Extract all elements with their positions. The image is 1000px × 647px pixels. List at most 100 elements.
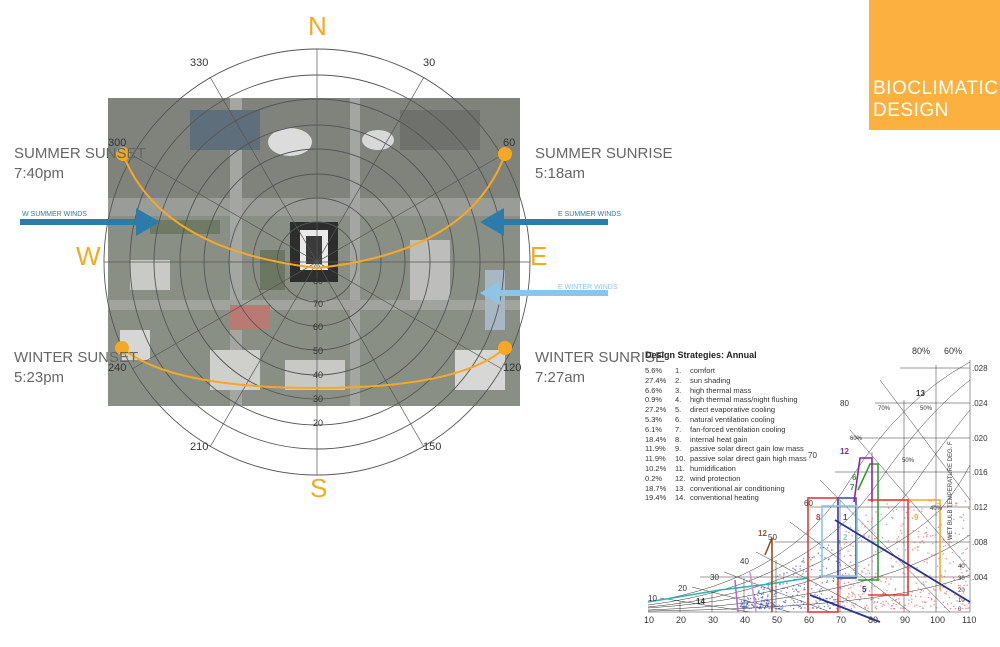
data-point — [760, 586, 762, 589]
y-tick: .016 — [972, 468, 988, 477]
data-point — [852, 593, 854, 595]
data-point — [934, 589, 936, 591]
strategy-row: 19.4%14.conventional heating — [645, 493, 807, 503]
strategy-percent: 11.9% — [645, 454, 666, 464]
data-point — [921, 601, 924, 603]
azimuth-330: 330 — [190, 57, 208, 69]
data-point — [751, 603, 753, 606]
data-point — [799, 605, 801, 608]
zone-6-ventilation — [857, 463, 879, 581]
data-point — [961, 516, 963, 519]
data-point — [767, 602, 769, 605]
x-tick: 90 — [900, 615, 910, 625]
wb-label: 60 — [804, 499, 813, 508]
data-point — [827, 603, 829, 605]
data-point — [811, 556, 813, 559]
data-point — [763, 587, 765, 589]
data-point — [917, 576, 919, 578]
compass-north: N — [308, 11, 327, 41]
strategy-row: 5.3%6.natural ventilation cooling — [645, 415, 807, 425]
w-summer-wind-arrow — [20, 208, 160, 236]
data-point — [836, 593, 838, 595]
zone-number: 12 — [758, 529, 767, 538]
title-line-1: BIOCLIMATIC — [873, 78, 999, 99]
data-point — [965, 580, 967, 583]
data-point — [917, 587, 919, 589]
data-point — [759, 605, 762, 607]
data-point — [933, 600, 936, 602]
data-point — [883, 604, 885, 606]
x-tick: 40 — [740, 615, 750, 625]
data-point — [931, 598, 933, 600]
data-point — [924, 601, 926, 603]
data-point — [770, 591, 772, 593]
zone-number: 1 — [843, 513, 848, 522]
data-point — [943, 575, 946, 578]
data-point — [948, 596, 951, 598]
data-point — [946, 590, 948, 593]
data-point — [843, 555, 846, 558]
strategy-number: 1. — [675, 366, 682, 375]
data-point — [861, 580, 863, 582]
data-point — [819, 589, 821, 591]
y-tick: .012 — [972, 503, 988, 512]
data-point — [961, 553, 963, 555]
compass-east: E — [530, 241, 547, 271]
strategy-number: 6. — [675, 414, 682, 424]
data-point — [900, 532, 903, 534]
azimuth-300: 300 — [108, 137, 126, 149]
data-point — [845, 541, 848, 543]
data-point — [859, 595, 861, 598]
data-point — [843, 582, 845, 585]
strategy-name: sun shading — [690, 375, 731, 385]
data-point — [912, 530, 914, 532]
data-point — [740, 600, 743, 602]
strategy-percent: 0.2% — [645, 473, 663, 483]
data-point — [959, 597, 962, 599]
data-point — [898, 598, 900, 600]
data-point — [847, 550, 849, 552]
data-point — [959, 585, 961, 587]
data-point — [849, 561, 851, 563]
data-point — [832, 604, 835, 607]
data-point — [811, 568, 813, 571]
data-point — [821, 582, 823, 584]
altitude-label: 30 — [313, 394, 323, 404]
data-point — [762, 591, 765, 594]
data-point — [844, 541, 847, 543]
data-point — [795, 565, 797, 567]
data-point — [942, 601, 944, 603]
data-point — [766, 599, 768, 602]
data-point — [782, 578, 785, 580]
strategy-row: 11.9%9.passive solar direct gain low mas… — [645, 444, 807, 454]
data-point — [773, 593, 775, 595]
data-point — [793, 608, 795, 610]
data-point — [955, 502, 957, 504]
data-point — [766, 604, 768, 607]
data-point — [775, 592, 777, 594]
data-point — [917, 536, 919, 538]
strategy-row: 5.6%1.comfort — [645, 366, 807, 376]
data-point — [819, 591, 821, 593]
data-point — [911, 598, 913, 600]
data-point — [755, 599, 757, 601]
data-point — [962, 527, 964, 529]
rh-inner-label: 40% — [930, 506, 943, 512]
data-point — [933, 604, 935, 606]
data-point — [917, 546, 920, 548]
data-point — [917, 549, 919, 551]
data-point — [740, 602, 742, 604]
data-point — [795, 588, 797, 590]
data-point — [961, 603, 963, 605]
data-point — [948, 538, 950, 540]
data-point — [959, 556, 961, 558]
data-point — [897, 554, 900, 557]
data-point — [849, 544, 852, 546]
strategy-percent: 27.2% — [645, 405, 667, 415]
data-point — [914, 595, 917, 597]
data-point — [795, 589, 798, 591]
data-point — [741, 607, 743, 609]
data-point — [900, 530, 902, 532]
data-point — [875, 608, 878, 610]
strategy-percent: 10.2% — [645, 463, 667, 473]
